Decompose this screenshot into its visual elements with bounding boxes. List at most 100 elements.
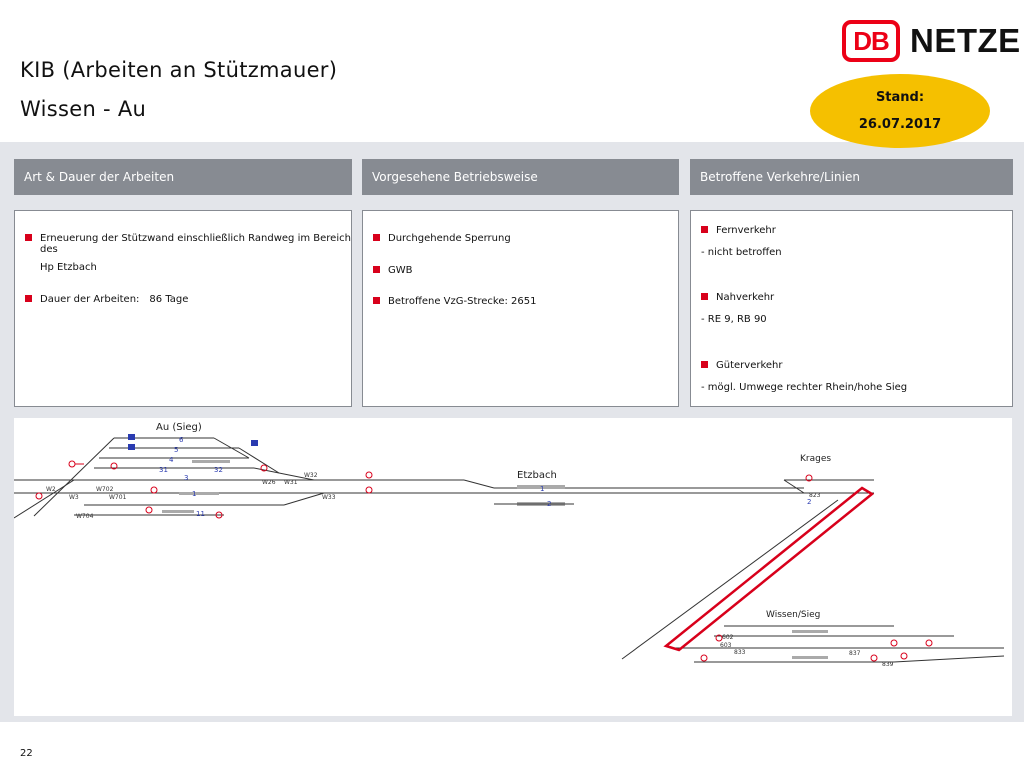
list-item-text: Erneuerung der Stützwand einschließlich … [40, 233, 351, 255]
list-item-text: Betroffene VzG-Strecke: 2651 [388, 296, 537, 307]
track-line [238, 447, 280, 474]
signal-icon [925, 639, 933, 647]
track-diagram: Au (Sieg) Etzbach Krages Wissen/Sieg 1 2… [13, 418, 1012, 716]
list-item: Betroffene VzG-Strecke: 2651 [373, 296, 537, 307]
platform [192, 460, 230, 463]
track-line [253, 467, 315, 481]
list-item-text: GWB [388, 265, 413, 276]
signal-icon [870, 654, 878, 662]
switch-label: W33 [322, 494, 336, 501]
track-line [463, 479, 495, 489]
switch-label: W3 [69, 494, 79, 501]
page-subtitle: Wissen - Au [20, 97, 147, 121]
switch-label: 833 [734, 649, 746, 656]
list-item-text: Durchgehende Sperrung [388, 233, 511, 244]
logo-netze-text: NETZE [910, 22, 1021, 59]
switch-label: W32 [304, 472, 318, 479]
platform [179, 492, 219, 495]
bullet-icon [373, 234, 380, 241]
list-item: GWB [373, 265, 413, 276]
switch-label: W704 [76, 513, 94, 520]
station-label-krages: Krages [800, 454, 831, 464]
signal-icon [365, 471, 373, 479]
switch-label: W702 [96, 486, 114, 493]
stand-label: Stand: [875, 90, 925, 105]
stand-badge: Stand: 26.07.2017 [810, 74, 990, 148]
signal-icon [890, 639, 898, 647]
db-logo-icon: DB [842, 20, 900, 62]
signal-icon [150, 486, 158, 494]
track-number: 3 [184, 474, 188, 482]
bullet-icon [25, 234, 32, 241]
box-verkehre: Fernverkehr - nicht betroffen Nahverkehr… [690, 210, 1013, 407]
signal-icon [145, 506, 153, 514]
track-line [283, 492, 325, 506]
list-item: Fernverkehr [701, 225, 776, 236]
signal-block [128, 434, 135, 440]
track-number: 4 [169, 456, 174, 464]
track-line [13, 479, 75, 519]
bullet-icon [701, 361, 708, 368]
list-item-text: Nahverkehr [716, 292, 775, 303]
signal-icon [365, 486, 373, 494]
list-item-continuation: Hp Etzbach [40, 262, 97, 273]
bullet-icon [701, 226, 708, 233]
column-header-verkehre: Betroffene Verkehre/Linien [690, 159, 1013, 195]
list-item: Dauer der Arbeiten: 86 Tage [25, 294, 188, 305]
track-number: 32 [214, 466, 223, 474]
list-item-text: Dauer der Arbeiten: [40, 294, 140, 305]
switch-label: W701 [109, 494, 127, 501]
signal-icon [700, 654, 708, 662]
signal-icon [715, 634, 723, 642]
switch-label: W2 [46, 486, 56, 493]
track-line [33, 437, 115, 517]
bullet-icon [25, 295, 32, 302]
track-number: 1 [192, 490, 196, 498]
list-item-text: Güterverkehr [716, 360, 783, 371]
list-item: Nahverkehr [701, 292, 774, 303]
signal-icon [260, 464, 268, 472]
signal-icon [215, 511, 223, 519]
list-item-detail: - mögl. Umwege rechter Rhein/hohe Sieg [701, 382, 908, 393]
signal-icon [68, 460, 76, 468]
list-item-detail: - RE 9, RB 90 [701, 314, 767, 325]
column-header-label: Vorgesehene Betriebsweise [372, 170, 538, 184]
station-label-au: Au (Sieg) [156, 422, 202, 433]
box-betriebsweise: Durchgehende Sperrung GWB Betroffene VzG… [362, 210, 679, 407]
track-number: 2 [547, 500, 551, 508]
stand-date: 26.07.2017 [858, 117, 942, 132]
switch-label: 602 [722, 634, 734, 641]
switch-label: 837 [849, 650, 861, 657]
switch-label: 839 [882, 661, 894, 668]
bullet-icon [373, 297, 380, 304]
signal-icon [805, 474, 813, 482]
page-number: 22 [20, 748, 33, 759]
track-diagram-svg: Au (Sieg) Etzbach Krages Wissen/Sieg 1 2… [13, 422, 1005, 668]
column-header-betriebsweise: Vorgesehene Betriebsweise [362, 159, 679, 195]
track-number: 1 [540, 485, 544, 493]
signal-icon [110, 462, 118, 470]
list-item: Erneuerung der Stützwand einschließlich … [25, 233, 351, 255]
signal-icon [900, 652, 908, 660]
bullet-icon [701, 293, 708, 300]
track-line [893, 655, 1005, 663]
platform [792, 656, 828, 659]
signal-block [128, 444, 135, 450]
list-item-value: 86 Tage [149, 294, 189, 305]
track-number: 31 [159, 466, 168, 474]
track-number: 11 [196, 510, 205, 518]
switch-label: W26 [262, 479, 276, 486]
sperrung-outline [663, 486, 875, 652]
column-header-label: Art & Dauer der Arbeiten [24, 170, 175, 184]
column-header-label: Betroffene Verkehre/Linien [700, 170, 860, 184]
list-item: Durchgehende Sperrung [373, 233, 511, 244]
box-arbeiten: Erneuerung der Stützwand einschließlich … [14, 210, 352, 407]
switch-label: 603 [720, 642, 732, 649]
track-line [213, 437, 250, 459]
track-line [621, 499, 839, 660]
platform [792, 630, 828, 633]
list-item-detail: - nicht betroffen [701, 247, 782, 258]
track-number: 5 [174, 446, 178, 454]
track-line [783, 479, 805, 494]
switch-label: W31 [284, 479, 298, 486]
